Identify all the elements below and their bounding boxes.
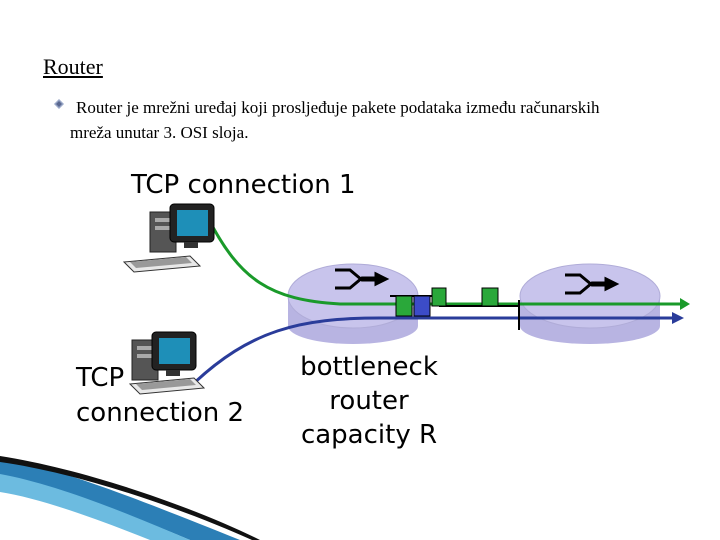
packet — [481, 287, 499, 307]
tcp-connection-2-label-tcp: TCP — [76, 363, 125, 393]
corner-swoosh-decoration — [0, 456, 260, 540]
tcp-connection-2-label: connection 2 — [76, 398, 245, 428]
packet-queue — [390, 287, 520, 330]
tcp-connection-1-label: TCP connection 1 — [131, 170, 356, 200]
packet — [395, 295, 413, 317]
router-crossing-arrows-icon — [335, 268, 390, 290]
tcp-connection-1-line — [206, 217, 680, 306]
packet — [431, 287, 447, 307]
tcp-connection-2-line — [190, 316, 672, 387]
diamond-bullet-icon — [54, 99, 64, 109]
packet — [413, 295, 431, 317]
slide-title: Router — [43, 54, 103, 79]
arrow-head-icon — [680, 298, 690, 310]
arrow-head-icon — [672, 312, 684, 324]
computer-1-icon — [122, 203, 215, 273]
destination-router — [519, 263, 661, 344]
computer-2-icon — [128, 331, 206, 395]
bottleneck-router-label: bottleneck router capacity R — [300, 352, 438, 450]
bullet-text: Router je mrežni uređaj koji prosljeđuje… — [70, 98, 600, 142]
router-crossing-arrows-icon — [565, 273, 620, 295]
